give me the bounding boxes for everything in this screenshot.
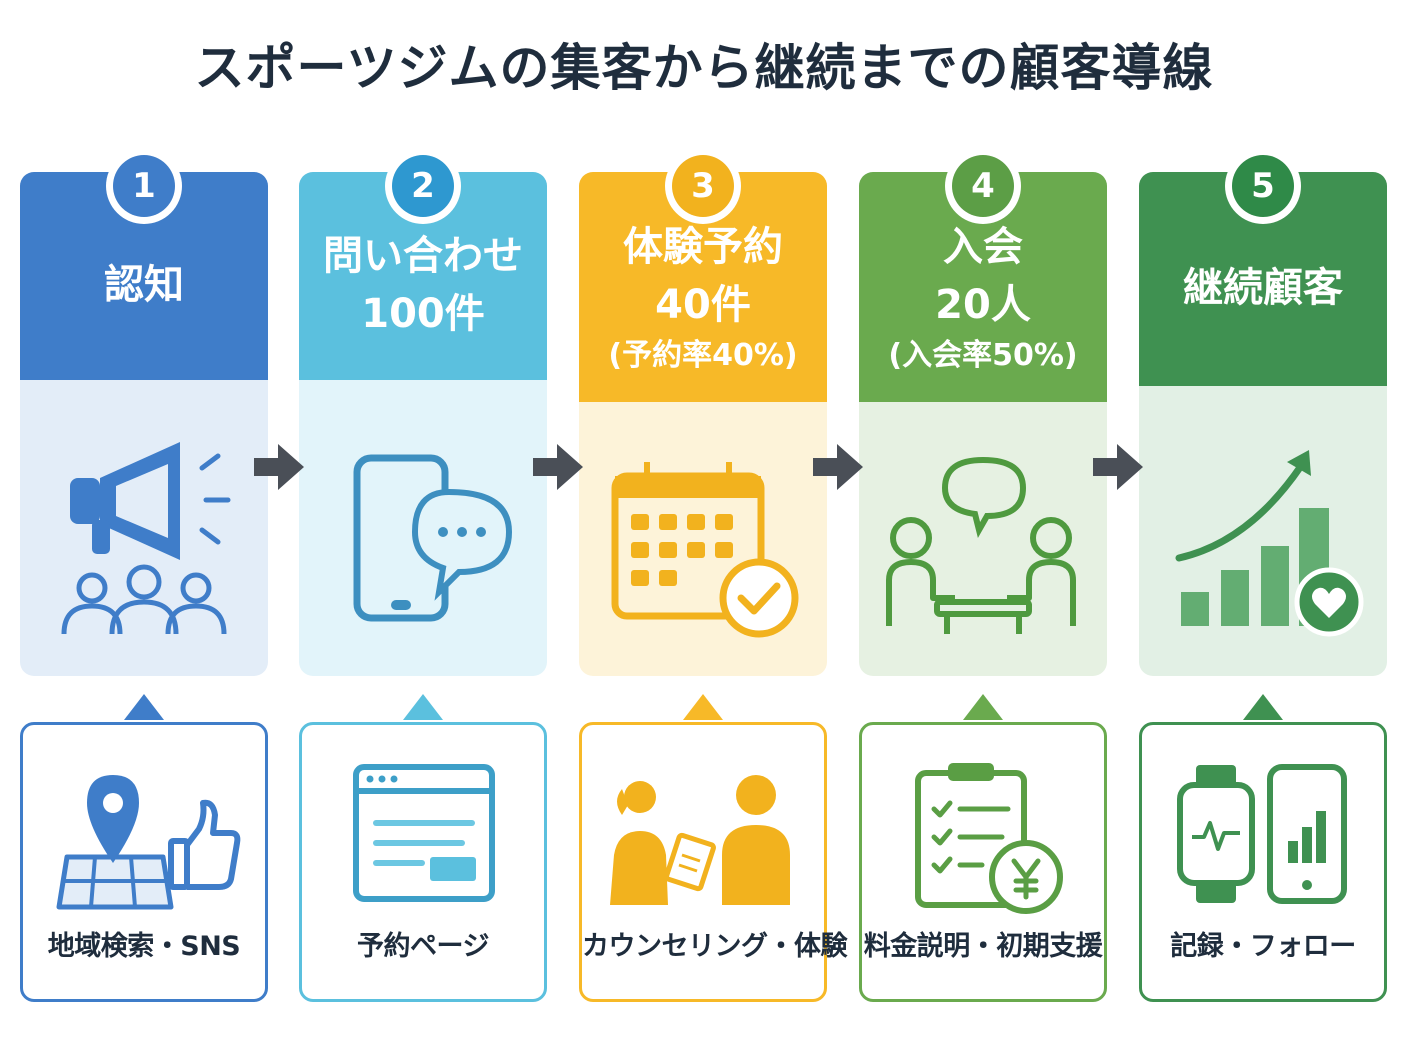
web-page-icon bbox=[302, 745, 544, 925]
stage-count: 40件 bbox=[655, 282, 751, 328]
channel-label: 料金説明・初期支援 bbox=[863, 931, 1103, 962]
growth-chart-heart-icon bbox=[1139, 432, 1387, 662]
arrow-right-icon bbox=[813, 444, 863, 494]
stage-header: 問い合わせ 100件 bbox=[299, 172, 547, 380]
megaphone-audience-icon bbox=[20, 420, 268, 650]
pointer-up-icon bbox=[1243, 694, 1283, 720]
arrow-right-icon bbox=[254, 444, 304, 494]
stage-title: 問い合わせ bbox=[323, 233, 523, 279]
arrow-right-icon bbox=[1093, 444, 1143, 494]
channel-card-4: 料金説明・初期支援 bbox=[859, 722, 1107, 1002]
page-title: スポーツジムの集客から継続までの顧客導線 bbox=[194, 39, 1214, 97]
calendar-check-icon bbox=[579, 432, 827, 662]
pointer-up-icon bbox=[124, 694, 164, 720]
channel-label: 予約ページ bbox=[357, 931, 489, 962]
pointer-up-icon bbox=[403, 694, 443, 720]
channel-card-2: 予約ページ bbox=[299, 722, 547, 1002]
map-pin-thumbs-up-icon bbox=[23, 745, 265, 925]
stage-title: 認知 bbox=[104, 262, 184, 308]
stage-title: 入会 bbox=[943, 224, 1023, 270]
arrow-right-icon bbox=[533, 444, 583, 494]
stage-body bbox=[579, 402, 827, 676]
channel-card-3: カウンセリング・体験 bbox=[579, 722, 848, 1002]
stage-2-inquiry: 問い合わせ 100件 bbox=[299, 172, 547, 676]
stage-5-retention: 継続顧客 bbox=[1139, 172, 1387, 676]
counseling-people-icon bbox=[582, 745, 824, 925]
step-badge-3: 3 bbox=[665, 148, 741, 224]
step-badge-2: 2 bbox=[385, 148, 461, 224]
channel-label: カウンセリング・体験 bbox=[582, 931, 848, 962]
stage-3-trial-booking: 体験予約 40件 (予約率40%) bbox=[579, 172, 827, 676]
stage-4-membership: 入会 20人 (入会率50%) bbox=[859, 172, 1107, 676]
stage-title: 体験予約 bbox=[623, 224, 783, 270]
checklist-yen-icon bbox=[862, 745, 1104, 925]
stage-title: 継続顧客 bbox=[1183, 265, 1343, 311]
meeting-table-icon bbox=[859, 430, 1107, 660]
stage-body bbox=[859, 402, 1107, 676]
smartphone-chat-icon bbox=[299, 422, 547, 652]
channel-label: 地域検索・SNS bbox=[47, 931, 241, 962]
pointer-up-icon bbox=[683, 694, 723, 720]
channel-label: 記録・フォロー bbox=[1170, 931, 1356, 962]
step-badge-4: 4 bbox=[945, 148, 1021, 224]
channel-card-1: 地域検索・SNS bbox=[20, 722, 268, 1002]
stage-rate: (入会率50%) bbox=[888, 338, 1078, 373]
pointer-up-icon bbox=[963, 694, 1003, 720]
step-badge-1: 1 bbox=[106, 148, 182, 224]
stage-count: 100件 bbox=[361, 291, 485, 337]
channel-card-5: 記録・フォロー bbox=[1139, 722, 1387, 1002]
smartwatch-phone-icon bbox=[1142, 745, 1384, 925]
stage-1-awareness: 認知 bbox=[20, 172, 268, 676]
stage-rate: (予約率40%) bbox=[608, 338, 798, 373]
stage-count: 20人 bbox=[935, 282, 1031, 328]
step-badge-5: 5 bbox=[1225, 148, 1301, 224]
